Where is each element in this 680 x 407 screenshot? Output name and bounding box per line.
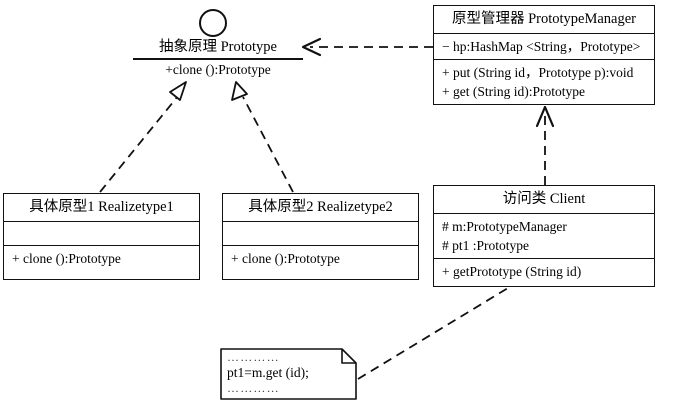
class-operations-realizetype2: + clone ():Prototype bbox=[223, 245, 418, 271]
operation-row: + put (String id，Prototype p):void bbox=[442, 65, 634, 80]
edge-realizetype1-realizes-prototype bbox=[99, 81, 187, 193]
class-attributes-client: # m:PrototypeManager # pt1 :Prototype bbox=[434, 213, 654, 258]
attribute-row: # m:PrototypeManager bbox=[442, 219, 567, 234]
attribute-row: − hp:HashMap <String，Prototype> bbox=[442, 39, 641, 54]
interface-circle-icon bbox=[199, 9, 227, 37]
class-title-realizetype2: 具体原型2 Realizetype2 bbox=[248, 199, 393, 215]
class-operations-prototype-manager: + put (String id，Prototype p):void + get… bbox=[434, 59, 654, 104]
class-box-prototype-manager[interactable]: 原型管理器 PrototypeManager − hp:HashMap <Str… bbox=[433, 5, 655, 105]
class-title-realizetype1: 具体原型1 Realizetype1 bbox=[29, 199, 174, 215]
class-attributes-realizetype1 bbox=[4, 221, 199, 245]
note-dots-top: ………… bbox=[227, 350, 280, 364]
note-box[interactable]: ………… pt1=m.get (id); ………… bbox=[220, 348, 357, 400]
edge-note-anchor-client bbox=[357, 287, 509, 380]
class-operations-client: + getPrototype (String id) bbox=[434, 258, 654, 284]
attribute-row: # pt1 :Prototype bbox=[442, 238, 529, 253]
note-shape bbox=[220, 348, 357, 400]
operation-row: + clone ():Prototype bbox=[231, 251, 340, 266]
edge-realizetype2-realizes-prototype bbox=[231, 81, 294, 193]
interface-operation: +clone ():Prototype bbox=[165, 62, 271, 77]
interface-title: 抽象原理 Prototype bbox=[158, 39, 277, 55]
class-attributes-realizetype2 bbox=[223, 221, 418, 245]
edge-manager-depends-on-prototype bbox=[301, 37, 433, 57]
edge-client-depends-on-manager bbox=[535, 105, 555, 185]
class-box-realizetype1[interactable]: 具体原型1 Realizetype1 + clone ():Prototype bbox=[3, 193, 200, 280]
class-attributes-prototype-manager: − hp:HashMap <String，Prototype> bbox=[434, 33, 654, 59]
class-title-client: 访问类 Client bbox=[502, 191, 586, 207]
class-box-realizetype2[interactable]: 具体原型2 Realizetype2 + clone ():Prototype bbox=[222, 193, 419, 280]
note-code-line: pt1=m.get (id); bbox=[227, 365, 309, 380]
note-content: ………… pt1=m.get (id); ………… bbox=[220, 348, 357, 400]
operation-row: + getPrototype (String id) bbox=[442, 264, 582, 279]
class-title-prototype-manager: 原型管理器 PrototypeManager bbox=[451, 11, 637, 27]
interface-divider bbox=[133, 58, 303, 60]
note-dots-bottom: ………… bbox=[227, 381, 280, 395]
class-box-client[interactable]: 访问类 Client # m:PrototypeManager # pt1 :P… bbox=[433, 185, 655, 287]
operation-row: + clone ():Prototype bbox=[12, 251, 121, 266]
class-operations-realizetype1: + clone ():Prototype bbox=[4, 245, 199, 271]
operation-row: + get (String id):Prototype bbox=[442, 84, 585, 99]
